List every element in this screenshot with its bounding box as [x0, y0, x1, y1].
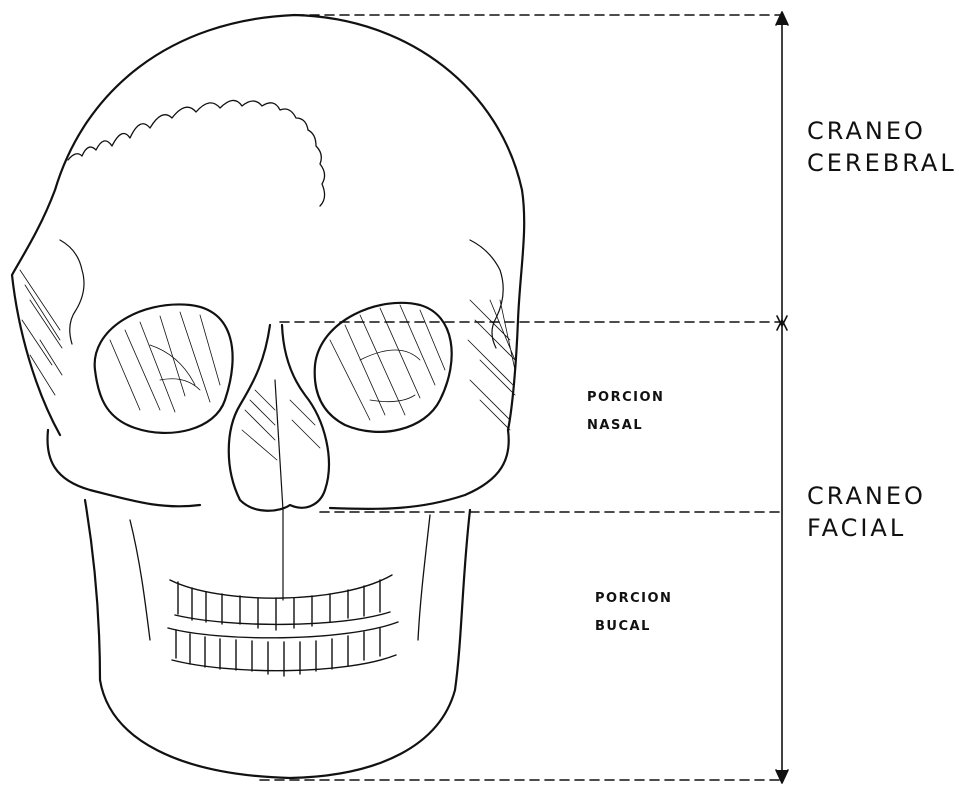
- label-craneo-facial-line1: CRANEO: [807, 480, 926, 512]
- cranium-outline: [12, 15, 524, 435]
- label-craneo-facial: CRANEO FACIAL: [807, 480, 926, 544]
- label-porcion-nasal-line1: PORCION: [587, 384, 664, 412]
- label-porcion-bucal: PORCION BUCAL: [595, 585, 672, 641]
- left-orbit: [95, 304, 233, 432]
- arrow-down-icon: [776, 770, 788, 783]
- suture-line: [68, 100, 325, 206]
- arrow-up-icon: [776, 12, 788, 25]
- mandible-outline: [85, 500, 470, 778]
- label-porcion-nasal: PORCION NASAL: [587, 384, 664, 440]
- dimension-line: [776, 12, 788, 783]
- nasal-septum: [275, 380, 283, 510]
- label-craneo-facial-line2: FACIAL: [807, 512, 926, 544]
- temporal-hatching: [20, 270, 515, 430]
- label-craneo-cerebral-line1: CRANEO: [807, 115, 957, 147]
- zygomatic-arch: [47, 430, 508, 509]
- label-craneo-cerebral-line2: CEREBRAL: [807, 147, 957, 179]
- label-porcion-bucal-line2: BUCAL: [595, 613, 672, 641]
- mandible-inner: [130, 515, 430, 640]
- lower-teeth: [168, 622, 398, 676]
- upper-teeth: [170, 575, 392, 630]
- label-porcion-bucal-line1: PORCION: [595, 585, 672, 613]
- label-craneo-cerebral: CRANEO CEREBRAL: [807, 115, 957, 179]
- guide-lines: [260, 15, 782, 780]
- label-porcion-nasal-line2: NASAL: [587, 412, 664, 440]
- temporal-line-left: [60, 240, 84, 344]
- nasal-aperture: [229, 325, 329, 511]
